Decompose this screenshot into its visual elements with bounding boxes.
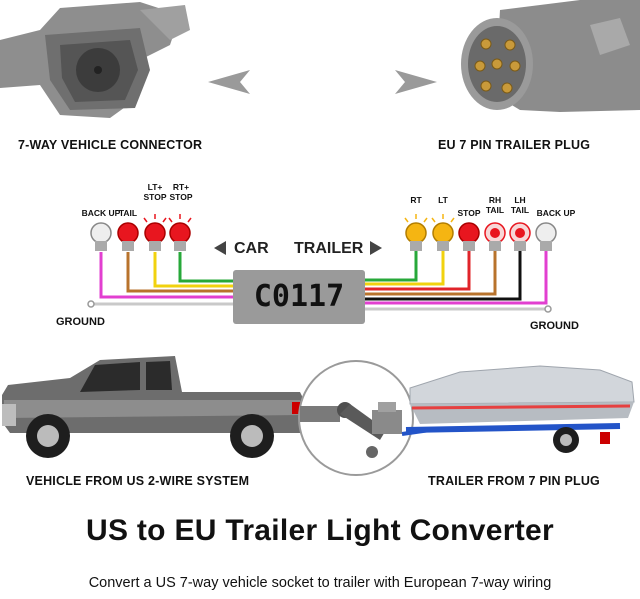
right-ground-label: GROUND: [530, 320, 579, 332]
lamp-label-tail-left: TAIL: [118, 208, 138, 218]
vehicle-connector-illustration: [0, 2, 190, 118]
trailer-arrow-icon: [370, 241, 382, 255]
lamp-backup-right: [535, 222, 557, 251]
left-wires: [87, 252, 233, 308]
lamp-label-rt: RT: [410, 195, 422, 205]
converter-box: [233, 270, 365, 324]
converter-code: C0117: [253, 279, 345, 314]
left-ground-label: GROUND: [56, 316, 105, 328]
hitch-detail: [298, 360, 414, 476]
lamp-label-backup-left: BACK UP: [81, 208, 121, 218]
lamp-rt: [404, 214, 428, 251]
lamp-label-rh-tail: RH TAIL: [485, 195, 505, 215]
boat-trailer-illustration: [401, 365, 635, 453]
headline: US to EU Trailer Light Converter: [85, 514, 554, 547]
lamp-label-backup-right: BACK UP: [536, 208, 576, 218]
lamp-lh-tail: [509, 222, 531, 251]
left-lamps: [90, 214, 192, 251]
lamp-stop: [458, 222, 480, 251]
right-arrow-icon: [395, 70, 437, 94]
car-arrow-icon: [214, 241, 226, 255]
lamp-label-lt: LT: [438, 195, 448, 205]
left-arrow-icon: [208, 70, 250, 94]
lamp-label-lh-tail: LH TAIL: [510, 195, 530, 215]
vehicle-connector-label: 7-WAY VEHICLE CONNECTOR: [18, 138, 203, 152]
lamp-rh-tail: [484, 222, 506, 251]
vehicle-caption: VEHICLE FROM US 2-WIRE SYSTEM: [26, 474, 250, 488]
trailer-plug-label: EU 7 PIN TRAILER PLUG: [438, 138, 591, 152]
car-label: CAR: [234, 240, 269, 257]
lamp-backup-left: [90, 222, 112, 251]
trailer-caption: TRAILER FROM 7 PIN PLUG: [428, 474, 600, 488]
lamp-label-stop: STOP: [457, 208, 481, 218]
lamp-label-rt-stop: RT+ STOP: [169, 182, 193, 202]
right-wires: [365, 250, 552, 313]
trailer-direction-label: TRAILER: [294, 240, 364, 257]
eu-plug-illustration: [461, 0, 640, 112]
subheadline: Convert a US 7-way vehicle socket to tra…: [88, 575, 552, 591]
lamp-label-lt-stop: LT+ STOP: [143, 182, 167, 202]
pickup-truck-illustration: [2, 356, 325, 458]
right-lamps: [404, 214, 557, 251]
lamp-rt-stop: [168, 214, 192, 251]
lamp-lt-stop: [143, 214, 167, 251]
lamp-tail-left: [117, 222, 139, 251]
lamp-lt: [431, 214, 455, 251]
